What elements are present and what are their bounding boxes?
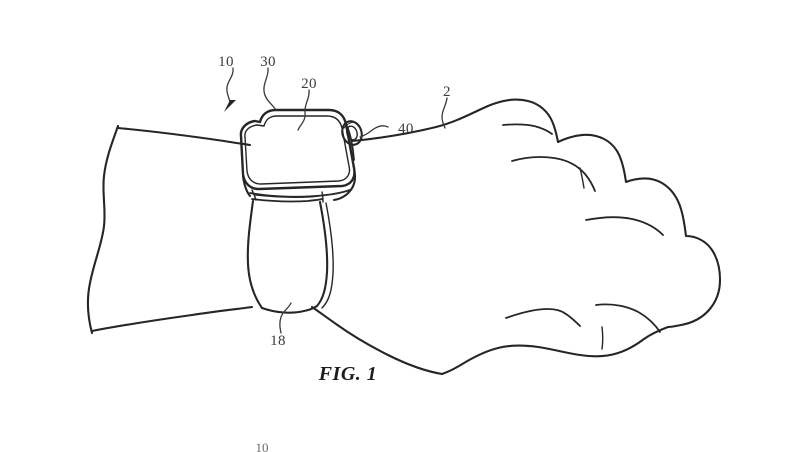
ref-30-leader xyxy=(263,67,277,111)
thumb-ridge-line xyxy=(595,303,661,333)
ref-10-arrowhead xyxy=(224,100,236,112)
hand-fist-group xyxy=(310,98,722,376)
ref-18-label: 18 xyxy=(270,333,286,349)
band-bottom-edge xyxy=(260,304,319,314)
knuckle-tick-1 xyxy=(579,167,585,189)
ref-18-leader xyxy=(279,302,292,334)
fist-outer-contour xyxy=(350,98,722,329)
watch-lug-right xyxy=(321,191,324,203)
watch-band-group xyxy=(246,194,334,314)
ref-40-group: 40 xyxy=(359,121,414,138)
band-right-inner-edge xyxy=(321,202,334,309)
crown-group xyxy=(341,120,363,146)
knuckle-crease-3 xyxy=(585,216,664,236)
reference-annotations-group: 10 30 20 40 2 xyxy=(218,54,451,349)
sleeve-cuff-edge xyxy=(86,124,120,335)
thumb-crease xyxy=(565,313,581,327)
thumb-tip-separation xyxy=(601,326,604,350)
crown-stem xyxy=(343,121,356,129)
thumb-outer-edge xyxy=(440,325,670,376)
ref-20-label: 20 xyxy=(301,76,317,92)
crown-inner xyxy=(346,125,358,141)
next-figure-partial-numeral: 10 xyxy=(256,440,269,452)
watch-lug-left xyxy=(251,189,257,201)
knuckle-crease-1 xyxy=(502,123,553,135)
watch-housing-sidewall-right xyxy=(332,167,356,202)
ref-20-group: 20 xyxy=(297,76,317,131)
band-right-edge xyxy=(315,200,329,308)
watch-housing-sidewall xyxy=(241,174,252,198)
ref-10-group: 10 xyxy=(218,54,236,112)
ref-18-group: 18 xyxy=(270,302,292,349)
knuckle-crease-2 xyxy=(511,156,596,192)
thumb-inner-fold xyxy=(505,308,567,319)
sleeve-bottom-line xyxy=(90,305,254,333)
figure-caption: FIG. 1 xyxy=(318,363,378,385)
watch-display-face xyxy=(244,115,351,185)
ref-10-leader xyxy=(226,67,234,103)
ref-30-label: 30 xyxy=(260,54,276,70)
band-left-edge xyxy=(246,199,264,310)
sleeve-top-line xyxy=(116,126,252,147)
watch-body-group xyxy=(239,108,356,203)
ref-2-label: 2 xyxy=(443,84,451,100)
ref-30-group: 30 xyxy=(260,54,277,111)
ref-2-group: 2 xyxy=(441,84,451,129)
ref-40-leader xyxy=(359,125,389,138)
crown-outer xyxy=(341,120,363,146)
watch-housing-bottom-seam xyxy=(249,189,351,198)
ref-2-leader xyxy=(441,97,448,129)
watch-housing-outline xyxy=(239,108,356,191)
forearm-sleeve-group xyxy=(86,124,254,335)
ref-10-label: 10 xyxy=(218,54,234,70)
band-top-edge xyxy=(251,198,323,203)
ref-40-label: 40 xyxy=(398,121,414,137)
ref-20-leader xyxy=(297,89,310,131)
palm-underside-line xyxy=(310,305,444,376)
